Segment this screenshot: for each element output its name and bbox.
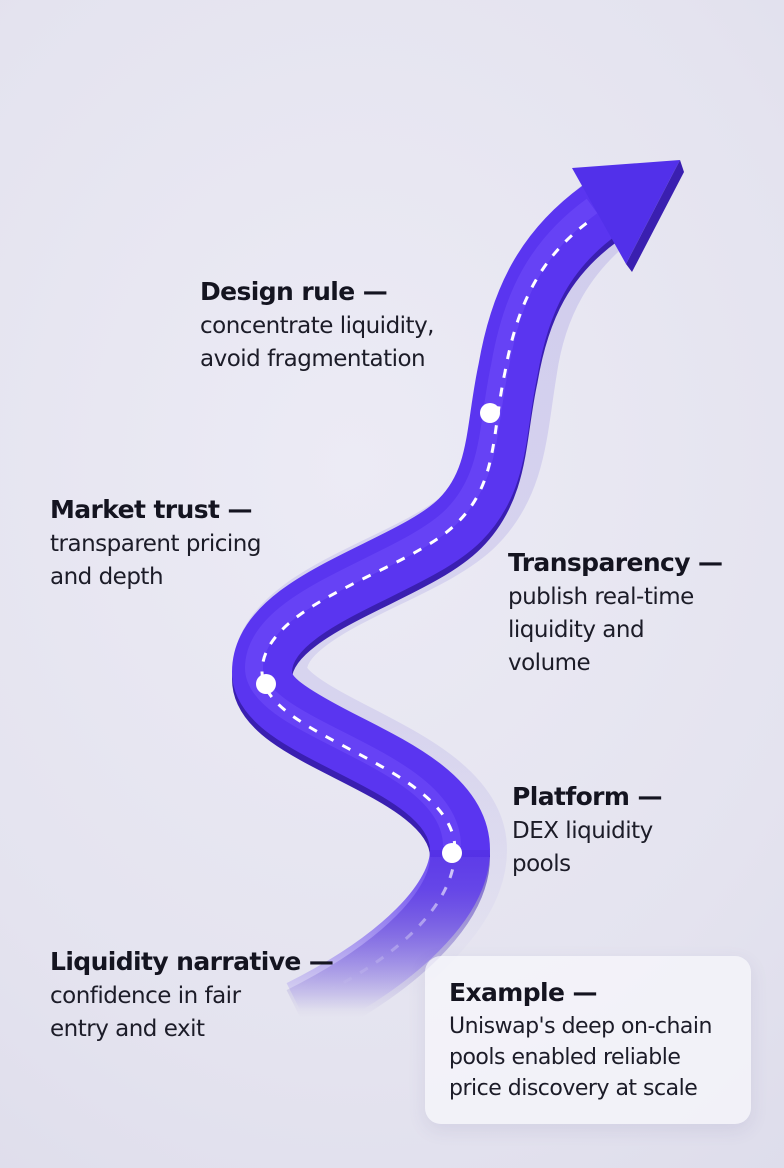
stage-title: Transparency — <box>508 548 723 577</box>
stage-marker-design <box>480 403 500 423</box>
stage-title: Platform — <box>512 782 662 811</box>
stage-description: confidence in fair entry and exit <box>50 980 333 1046</box>
description-line: price discovery at scale <box>449 1076 698 1101</box>
description-line: liquidity and <box>508 617 645 643</box>
path-highlight <box>244 198 598 847</box>
description-line: pools <box>512 851 571 877</box>
stage-marker-platform <box>442 843 462 863</box>
stage-description: concentrate liquidity, avoid fragmentati… <box>200 310 435 376</box>
description-line: entry and exit <box>50 1016 205 1042</box>
description-line: pools enabled reliable <box>449 1045 681 1070</box>
stage-marker-market <box>256 674 276 694</box>
stage-description: publish real-time liquidity and volume <box>508 581 722 680</box>
path-surface-lower <box>286 847 490 1037</box>
description-line: volume <box>508 650 591 676</box>
example-title: Example — <box>449 978 597 1007</box>
description-line: publish real-time <box>508 584 694 610</box>
arrow-head <box>572 160 680 264</box>
stage-title: Market trust — <box>50 495 252 524</box>
center-dashes-upper <box>260 220 589 851</box>
description-line: DEX liquidity <box>512 818 653 844</box>
stage-platform: Platform — DEX liquidity pools <box>512 781 662 881</box>
description-line: Uniswap's deep on-chain <box>449 1014 712 1039</box>
stage-transparency: Transparency — publish real-time liquidi… <box>508 547 723 680</box>
stage-liquidity-narrative: Liquidity narrative — confidence in fair… <box>50 946 334 1046</box>
stage-title: Design rule — <box>200 277 388 306</box>
description-line: confidence in fair <box>50 983 241 1009</box>
description-line: transparent pricing <box>50 531 262 557</box>
stage-title: Liquidity narrative — <box>50 947 334 976</box>
description-line: and depth <box>50 564 164 590</box>
example-description: Uniswap's deep on-chain pools enabled re… <box>449 1011 712 1104</box>
example-card: Example — Uniswap's deep on-chain pools … <box>425 956 751 1124</box>
stage-description: transparent pricing and depth <box>50 528 262 594</box>
stage-market-trust: Market trust — transparent pricing and d… <box>50 494 262 594</box>
description-line: avoid fragmentation <box>200 346 426 372</box>
stage-description: DEX liquidity pools <box>512 815 662 881</box>
stage-design-rule: Design rule — concentrate liquidity, avo… <box>200 276 435 376</box>
arrow-head-shadow <box>626 160 684 272</box>
example-content: Example — Uniswap's deep on-chain pools … <box>449 977 712 1104</box>
description-line: concentrate liquidity, <box>200 313 435 339</box>
